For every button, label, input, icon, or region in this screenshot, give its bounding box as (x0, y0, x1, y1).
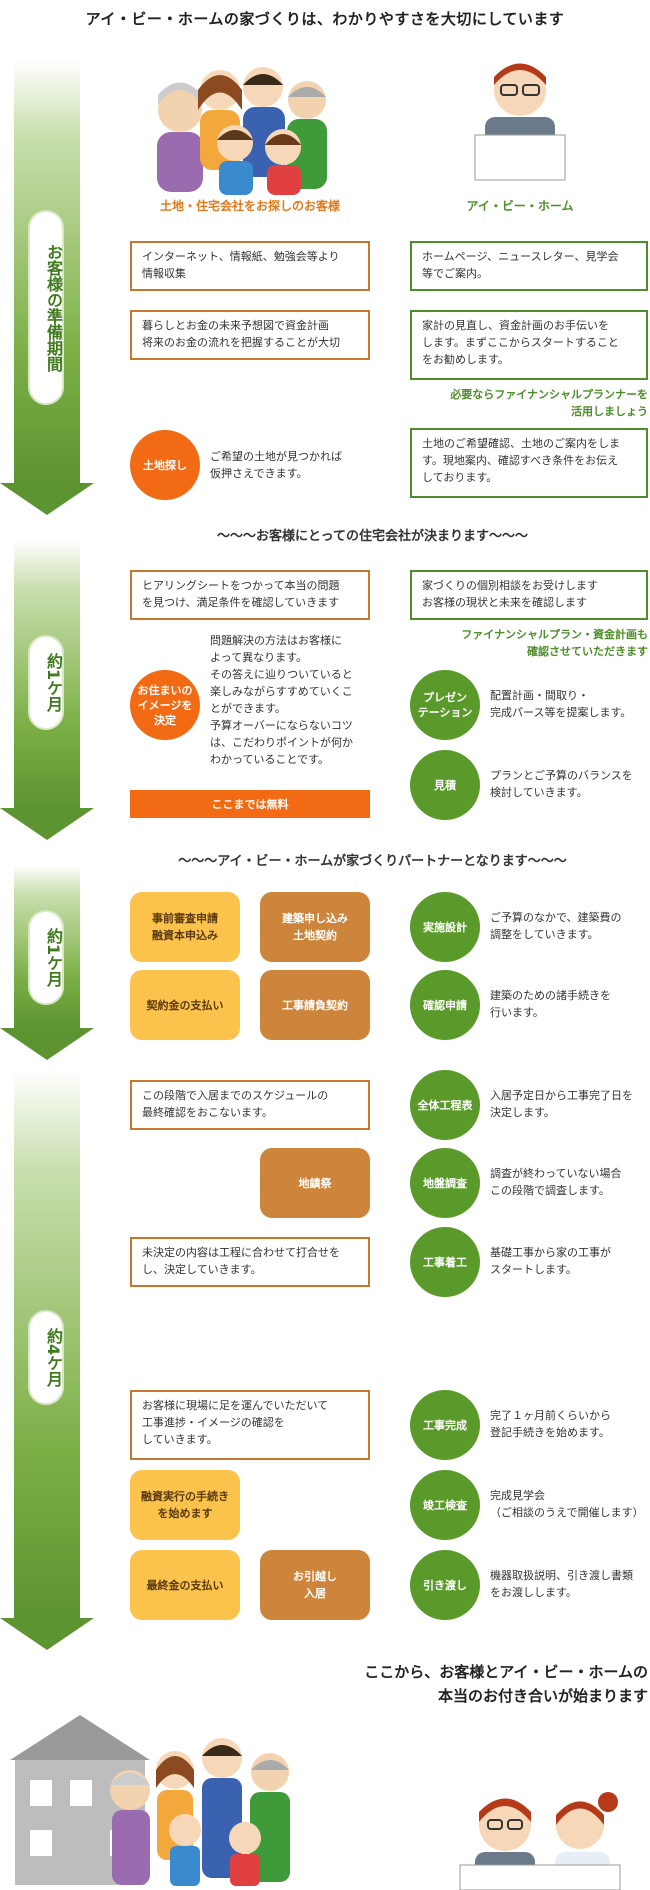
stage-arrow-month1b: 約1ケ月 (0, 865, 95, 1060)
circle-image-decide: お住まいの イメージを 決定 (130, 670, 200, 740)
free-until-here-bar: ここまでは無料 (130, 790, 370, 818)
note-financial-planner: 必要ならファイナンシャルプランナーを 活用しましょう (450, 388, 648, 418)
construction-start-desc: 基礎工事から家の工事が スタートします。 (490, 1246, 611, 1276)
house-family-illustration (10, 1715, 290, 1886)
separator-company-decided: 〜〜〜お客様にとっての住宅会社が決まります〜〜〜 (217, 529, 528, 544)
family-illustration (157, 67, 327, 195)
handover-desc: 機器取扱説明、引き渡し書類 をお渡しします。 (490, 1569, 633, 1599)
circle-presentation: プレゼン テーション (410, 670, 480, 740)
company-step-info: ホームページ、ニュースレター、見学会 等でご案内。 (410, 241, 648, 291)
deposit-payment-box: 契約金の支払い (130, 970, 240, 1040)
circle-handover: 引き渡し (410, 1550, 480, 1620)
staff-couple-illustration (459, 1792, 621, 1890)
circle-ground-survey: 地盤調査 (410, 1148, 480, 1218)
presentation-desc: 配置計画・間取り・ 完成パース等を提案します。 (490, 689, 632, 719)
land-search-desc: ご希望の土地が見つかれば 仮押さえできます。 (210, 450, 342, 480)
stage-label-prep: お客様の準備期間 (28, 210, 64, 405)
customer-step-finance: 暮らしとお金の未来予想図で資金計画 将来のお金の流れを把握することが大切 (130, 310, 370, 360)
circle-inspection: 竣工検査 (410, 1470, 480, 1540)
stage-label-month4: 約4ケ月 (28, 1310, 64, 1405)
company-step-consult: 家づくりの個別相談をお受けします お客様の現状と未来を確認します (410, 570, 648, 620)
image-decide-desc: 問題解決の方法はお客様に よって異なります。 その答えに辿りついていると 楽しみ… (210, 634, 353, 766)
customer-step-schedule: この段階で入居までのスケジュールの 最終確認をおこないます。 (130, 1080, 370, 1130)
groundbreaking-box: 地鎮祭 (260, 1148, 370, 1218)
company-header: アイ・ビー・ホーム (466, 199, 574, 213)
circle-completion: 工事完成 (410, 1390, 480, 1460)
completion-desc: 完了１ヶ月前くらいから 登記手続きを始めます。 (490, 1409, 611, 1439)
master-schedule-desc: 入居予定日から工事完了日を 決定します。 (490, 1089, 633, 1119)
stage-arrow-month4: 約4ケ月 (0, 1070, 95, 1650)
customer-step-info: インターネット、情報紙、勉強会等より 情報収集 (130, 241, 370, 291)
stage-arrow-prep: お客様の準備期間 (0, 60, 95, 515)
prescreen-box: 事前審査申請 融資本申込み (130, 892, 240, 962)
construction-contract-box: 工事請負契約 (260, 970, 370, 1040)
detailed-design-desc: ご予算のなかで、建築費の 調整をしていきます。 (490, 911, 622, 941)
inspection-desc: 完成見学会 （ご相談のうえで開催します） (490, 1489, 644, 1519)
separator-partner: 〜〜〜アイ・ビー・ホームが家づくりパートナーとなります〜〜〜 (178, 854, 567, 869)
final-payment-box: 最終金の支払い (130, 1550, 240, 1620)
stage-arrow-month1a: 約1ケ月 (0, 540, 95, 840)
customer-step-hearing: ヒアリングシートをつかって本当の問題 を見つけ、満足条件を確認していきます (130, 570, 370, 620)
loan-execution-box: 融資実行の手続き を始めます (130, 1470, 240, 1540)
circle-construction-start: 工事着工 (410, 1227, 480, 1297)
stage-label-month1a: 約1ケ月 (28, 635, 64, 730)
ground-survey-desc: 調査が終わっていない場合 この段階で調査します。 (490, 1167, 622, 1197)
stage-label-month1b: 約1ケ月 (28, 910, 64, 1005)
circle-master-schedule: 全体工程表 (410, 1070, 480, 1140)
circle-permit: 確認申請 (410, 970, 480, 1040)
circle-land-search: 土地探し (130, 430, 200, 500)
building-application-box: 建築申し込み 土地契約 (260, 892, 370, 962)
circle-estimate: 見積 (410, 750, 480, 820)
customer-step-site-visit: お客様に現場に足を運んでいただいて 工事進捗・イメージの確認を していきます。 (130, 1390, 370, 1460)
circle-detailed-design: 実施設計 (410, 892, 480, 962)
company-step-land: 土地のご希望確認、土地のご案内をしま す。現地案内、確認すべき条件をお伝え して… (410, 428, 648, 498)
estimate-desc: プランとご予算のバランスを 検討していきます。 (490, 769, 633, 799)
note-financial-plan: ファイナンシャルプラン・資金計画も 確認させていただきます (461, 628, 648, 658)
move-in-box: お引越し 入居 (260, 1550, 370, 1620)
customer-header: 土地・住宅会社をお探しのお客様 (159, 199, 340, 213)
staff-illustration (474, 63, 566, 181)
customer-step-undecided: 未決定の内容は工程に合わせて打合せを し、決定していきます。 (130, 1237, 370, 1287)
closing-message: ここから、お客様とアイ・ビー・ホームの 本当のお付き合いが始まります (364, 1663, 648, 1705)
permit-desc: 建築のための諸手続きを 行います。 (490, 989, 611, 1019)
page-title: アイ・ビー・ホームの家づくりは、わかりやすさを大切にしています (85, 10, 565, 28)
company-step-finance: 家計の見直し、資金計画のお手伝いを します。まずここからスタートすること をお勧… (410, 310, 648, 380)
